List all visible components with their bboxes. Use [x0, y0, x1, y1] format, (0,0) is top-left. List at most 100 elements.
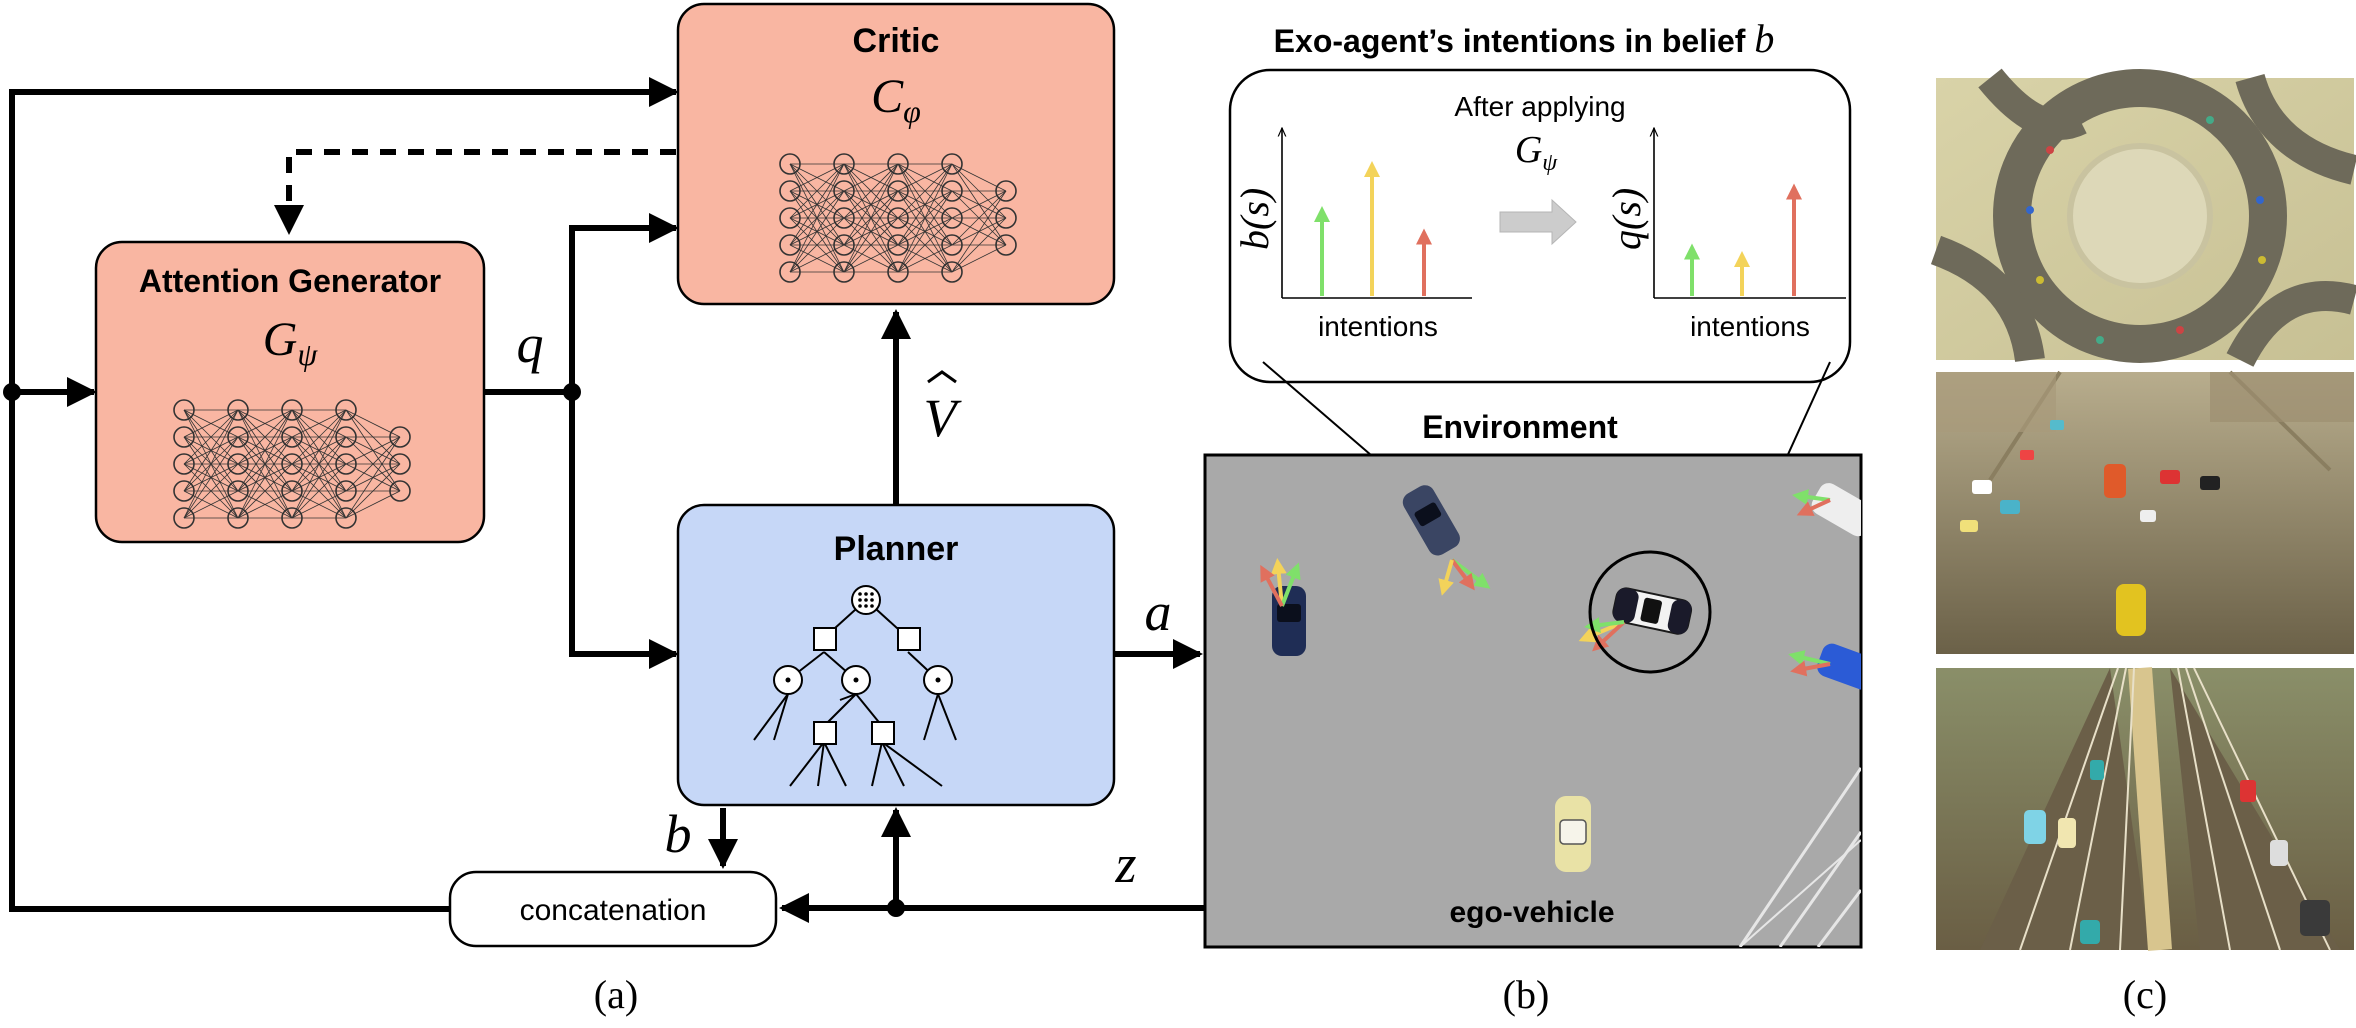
attention-generator-block: Attention Generator Gψ [94, 240, 486, 544]
network-node [227, 453, 249, 475]
network-node [281, 453, 303, 475]
wire-dashed-feedback [274, 149, 676, 235]
signal-b: b [665, 804, 692, 864]
signal-z: z [1114, 834, 1136, 894]
network-node [281, 507, 303, 529]
belief-panel: Exo-agent’s intentions in belief b After… [1228, 16, 1852, 649]
junction-z [887, 899, 905, 917]
network-edge [237, 463, 293, 519]
belief-bars [1314, 161, 1432, 296]
network-node [779, 153, 801, 175]
network-node [887, 234, 909, 256]
junction-q [563, 383, 581, 401]
network-node [173, 480, 195, 502]
network-edge [183, 436, 239, 519]
attention-bars [1684, 183, 1802, 296]
attention-symbol: Gψ [263, 313, 319, 372]
network-node [281, 426, 303, 448]
network-node [941, 261, 963, 283]
panel-label-a: (a) [594, 972, 638, 1017]
network-node [227, 507, 249, 529]
network-node [335, 426, 357, 448]
network-node [779, 234, 801, 256]
network-edge [897, 163, 953, 246]
network-edge [237, 409, 293, 492]
ego-vehicle-label: ego-vehicle [1449, 896, 1614, 929]
network-node [941, 207, 963, 229]
network-node [173, 399, 195, 421]
network-edge [951, 217, 1007, 273]
environment-title: Environment [1422, 409, 1618, 445]
network-edge [183, 409, 239, 492]
network-edge [291, 409, 347, 519]
network-edge [897, 190, 953, 273]
network-node [389, 480, 411, 502]
highway-thumbnail [1936, 667, 2354, 951]
wire-loop-to-critic [9, 77, 679, 392]
network-node [227, 426, 249, 448]
network-edge [843, 217, 899, 273]
concatenation-block: concatenation [448, 870, 778, 948]
network-edge [291, 409, 347, 465]
scene-thumbnails [1930, 68, 2356, 951]
concatenation-box [448, 870, 778, 948]
planner-box [676, 503, 1116, 807]
hat-mark [927, 370, 957, 384]
signal-v: V [924, 388, 963, 448]
intersection-thumbnail [1936, 370, 2354, 654]
network-node [941, 234, 963, 256]
network-edge [789, 163, 845, 273]
critic-block: Critic Cφ [676, 2, 1116, 306]
exo-vehicle-white-top [1811, 483, 1861, 537]
network-node [941, 153, 963, 175]
network-edge [843, 190, 899, 273]
exo-vehicle-2 [1402, 485, 1460, 556]
network-node [389, 453, 411, 475]
network-edge [183, 409, 239, 465]
network-edge [237, 436, 293, 519]
network-node [281, 480, 303, 502]
wire-q-to-critic [569, 213, 679, 392]
network-node [887, 153, 909, 175]
network-edge [951, 190, 1007, 273]
planner-block: Planner [676, 503, 1116, 807]
network-node [335, 453, 357, 475]
environment-panel: Environment [1203, 409, 1863, 949]
critic-symbol: Cφ [871, 70, 921, 129]
network-edge [897, 163, 953, 219]
network-edge [789, 217, 845, 273]
network-edge [789, 163, 845, 246]
network-node [833, 261, 855, 283]
network-edge [237, 409, 293, 465]
network-edge [345, 463, 401, 519]
network-edge [897, 163, 953, 273]
network-edge [843, 163, 899, 219]
network-node [173, 426, 195, 448]
right-xlabel: intentions [1690, 311, 1810, 342]
connection-wires [9, 77, 1205, 923]
network-node [389, 426, 411, 448]
after-applying-label: After applying [1454, 91, 1625, 122]
exo-vehicle-blue-right [1817, 643, 1861, 692]
network-edge [789, 163, 845, 219]
junction-left [3, 383, 21, 401]
police-vehicle [1612, 587, 1693, 635]
concatenation-label: concatenation [520, 894, 707, 927]
environment-ground [1203, 453, 1863, 949]
scene-intention-arrows [1260, 489, 1831, 677]
zoom-circle [1588, 550, 1712, 674]
network-edge [183, 409, 239, 519]
network-edge [345, 436, 401, 492]
network-node [227, 399, 249, 421]
critic-title: Critic [853, 22, 940, 60]
network-edge [291, 436, 347, 519]
search-tree-icon [753, 585, 957, 787]
ego-vehicle [1555, 796, 1591, 872]
network-node [995, 180, 1017, 202]
wire-loop-from-concat [9, 392, 450, 912]
network-edge [237, 409, 293, 519]
network-node [995, 234, 1017, 256]
belief-title: Exo-agent’s intentions in belief b [1274, 16, 1775, 61]
